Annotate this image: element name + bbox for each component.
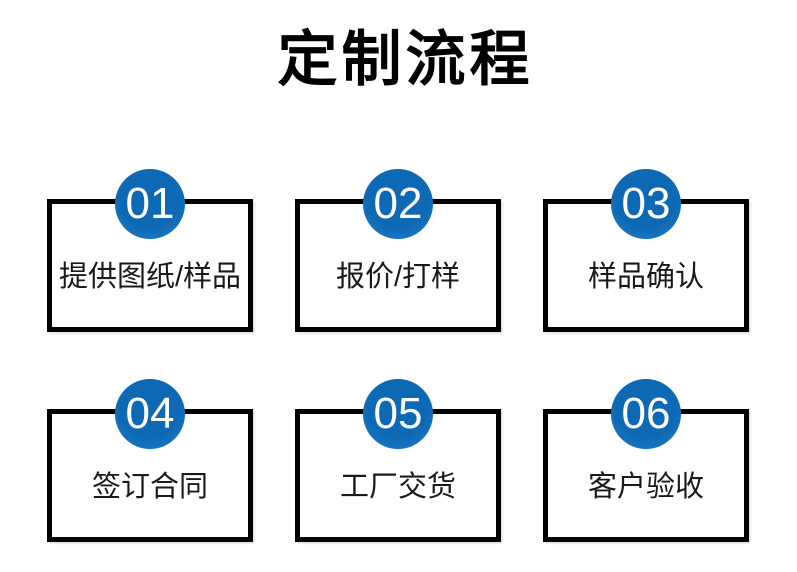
step-box-3: 03 样品确认 [543,169,749,332]
step-5-number-badge: 05 [363,379,433,449]
step-2-number-badge: 02 [363,169,433,239]
step-box-5: 05 工厂交货 [295,379,501,542]
steps-row-bottom: 04 签订合同 05 工厂交货 06 客户验收 [47,379,749,542]
step-1-number: 01 [125,179,175,228]
step-4-label: 签订合同 [91,470,208,503]
step-box-6: 06 客户验收 [543,379,749,542]
step-box-1: 01 提供图纸/样品 [47,169,253,332]
step-3-number: 03 [621,179,671,228]
step-6-number: 06 [621,389,671,438]
step-box-2: 02 报价/打样 [295,169,501,332]
page-title: 定制流程 [277,26,534,93]
step-6-number-badge: 06 [611,379,681,449]
step-2-number: 02 [373,179,423,228]
step-4-number-badge: 04 [115,379,185,449]
step-5-label: 工厂交货 [339,470,456,503]
step-box-4: 04 签订合同 [47,379,253,542]
step-3-label: 样品确认 [587,260,704,293]
step-6-label: 客户验收 [587,470,704,503]
step-1-label: 提供图纸/样品 [58,260,242,293]
step-5-number: 05 [373,389,423,438]
step-2-label: 报价/打样 [335,260,461,293]
step-4-number: 04 [125,389,175,438]
steps-row-top: 01 提供图纸/样品 02 报价/打样 03 样品确认 [47,169,749,332]
step-1-number-badge: 01 [115,169,185,239]
step-3-number-badge: 03 [611,169,681,239]
